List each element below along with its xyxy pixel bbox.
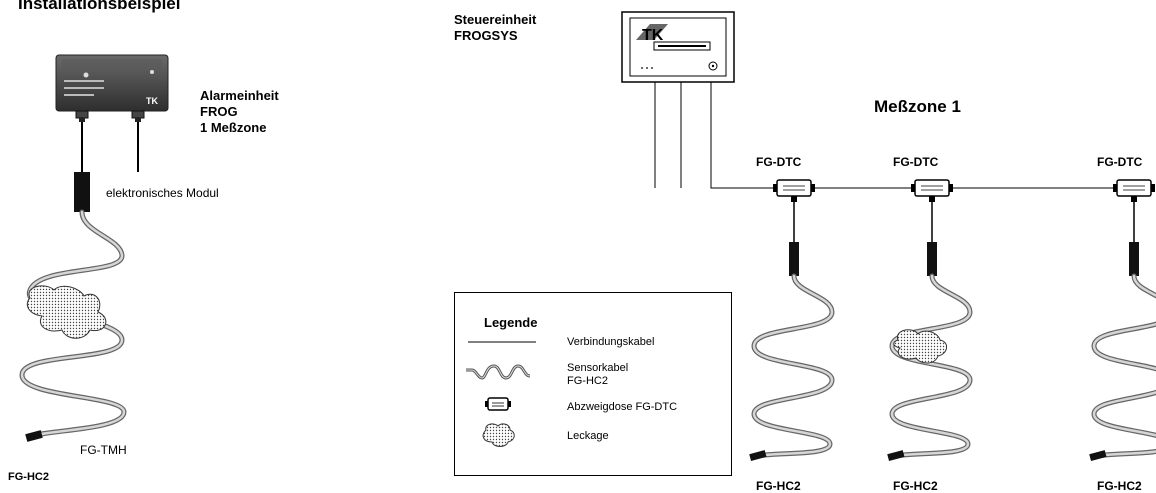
- junction-box-1-outlet: [791, 196, 797, 202]
- branch-1-cable-label: FG-HC2: [756, 479, 801, 493]
- branch-3-module: [1129, 242, 1139, 276]
- branch-1-end-piece: [749, 450, 767, 461]
- branch-3-cable-label: FG-HC2: [1097, 479, 1142, 493]
- legend-item-sensor-cable: Sensorkabel FG-HC2: [567, 362, 629, 387]
- legend-item-connection-cable: Verbindungskabel: [567, 336, 655, 348]
- junction-box-2-outlet: [929, 196, 935, 202]
- branches: [749, 179, 1156, 461]
- branch-1-module: [789, 242, 799, 276]
- branch-1-box-label: FG-DTC: [756, 155, 802, 169]
- control-unit-label-1: Steuereinheit: [454, 12, 537, 27]
- branch-2-end-piece: [887, 450, 905, 461]
- alarm-unit-label-2: FROG: [200, 104, 238, 119]
- branch-3-sensor-cable-core: [1092, 274, 1156, 458]
- leak-blob-left: [26, 285, 107, 339]
- junction-box-2-connector-right: [949, 184, 953, 192]
- leak-blob-branch-2: [893, 329, 947, 364]
- page-title: Installationsbeispiel: [18, 0, 181, 13]
- tmh-label: FG-TMH: [80, 443, 127, 457]
- branch-2-cable-label: FG-HC2: [893, 479, 938, 493]
- legend-leak-symbol: [482, 423, 515, 447]
- branch-3-box-label: FG-DTC: [1097, 155, 1143, 169]
- module-label: elektronisches Modul: [106, 186, 219, 200]
- alarm-unit-label-1: Alarmeinheit: [200, 88, 279, 103]
- control-unit-device: TK: [621, 11, 735, 83]
- branch-2-module: [927, 242, 937, 276]
- legend-title: Legende: [484, 315, 538, 330]
- junction-box-3: [1116, 179, 1152, 197]
- alarm-unit-label-3: 1 Meßzone: [200, 120, 267, 135]
- tmh-end-piece: [25, 430, 43, 442]
- junction-box-3-outlet: [1131, 196, 1137, 202]
- left-cable-label: FG-HC2: [8, 471, 49, 483]
- junction-box-1: [776, 179, 812, 197]
- control-cable-3: [710, 82, 776, 189]
- junction-box-3-connector-left: [1113, 184, 1117, 192]
- junction-box-2: [914, 179, 950, 197]
- branch-1-sensor-cable-core: [752, 274, 834, 458]
- svg-text:TK: TK: [642, 27, 664, 44]
- junction-box-2-connector-left: [911, 184, 915, 192]
- legend-item-leak: Leckage: [567, 430, 609, 442]
- branch-2-box-label: FG-DTC: [893, 155, 939, 169]
- alarm-unit-device: TK: [55, 54, 169, 122]
- junction-box-1-connector-right: [811, 184, 815, 192]
- branch-1-sensor-cable: [751, 273, 835, 459]
- legend-item-junction-box: Abzweigdose FG-DTC: [567, 401, 678, 413]
- junction-box-1-connector-left: [773, 184, 777, 192]
- junction-box-3-connector-right: [1151, 184, 1155, 192]
- branch-2-sensor-cable-core: [890, 274, 972, 458]
- branch-2-sensor-cable: [889, 273, 973, 459]
- legend-box: [454, 292, 732, 476]
- control-unit-label-2: FROGSYS: [454, 28, 518, 43]
- legend-junction-box-symbol: [485, 397, 511, 411]
- zone-title: Meßzone 1: [874, 97, 961, 116]
- electronic-module: [74, 172, 90, 212]
- svg-text:TK: TK: [146, 96, 158, 106]
- branch-3-end-piece: [1089, 450, 1107, 461]
